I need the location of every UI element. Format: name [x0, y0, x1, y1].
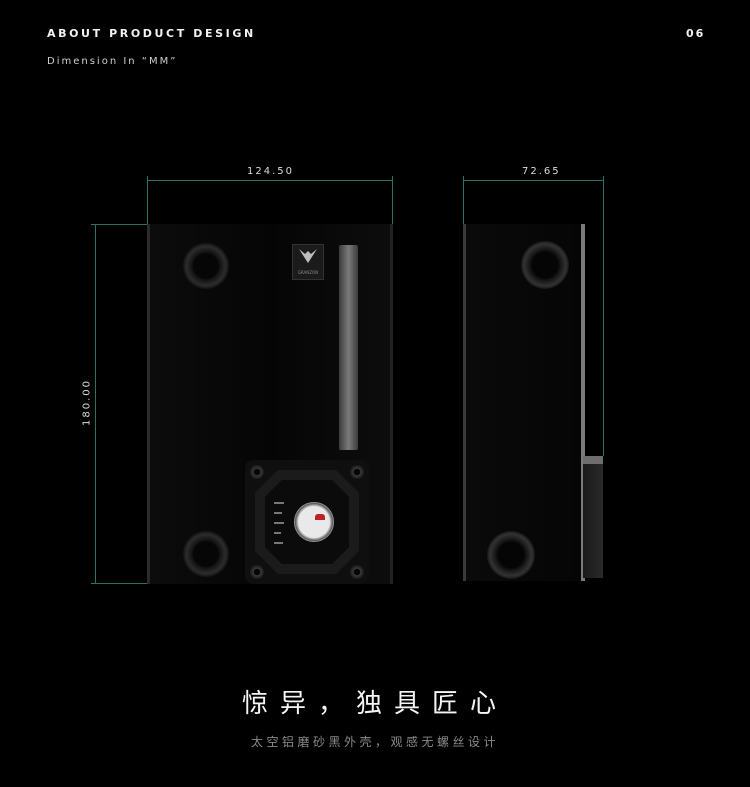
screw-icon — [250, 465, 264, 479]
pump-marking — [274, 532, 281, 534]
pump-dial-indicator — [315, 514, 325, 520]
pump-dial — [294, 502, 334, 542]
pump-marking — [274, 522, 284, 524]
light-strip — [339, 245, 358, 450]
pump-marking — [274, 502, 284, 504]
screw-icon — [250, 565, 264, 579]
tagline-title: 惊异，独具匠心 — [241, 689, 508, 719]
side-width-label: 72.65 — [522, 166, 561, 177]
brand-logo-icon — [299, 249, 317, 263]
side-width-line — [463, 180, 604, 181]
tagline-subtitle: 太空铝磨砂黑外壳，观感无螺丝设计 — [250, 735, 499, 749]
height-tick-bottom — [91, 583, 147, 584]
screw-icon — [350, 565, 364, 579]
front-width-tick-right — [392, 176, 393, 224]
side-port-bottom — [487, 531, 535, 579]
pump-marking — [274, 542, 283, 544]
pump-module — [245, 460, 369, 584]
product-side-view — [463, 224, 585, 581]
section-title: ABOUT PRODUCT DESIGN — [47, 27, 256, 40]
height-line — [95, 224, 96, 584]
front-width-tick-left — [147, 176, 148, 224]
front-width-line — [147, 180, 393, 181]
brand-logo-text: GRANZON — [297, 270, 319, 275]
height-tick-top — [91, 224, 147, 225]
side-width-tick-right — [603, 176, 604, 456]
side-port-top — [521, 241, 569, 289]
height-label: 180.00 — [81, 379, 93, 426]
inlet-port-bottom — [183, 531, 229, 577]
page-number: 06 — [686, 27, 706, 40]
screw-icon — [350, 465, 364, 479]
section-subtitle: Dimension In “MM” — [47, 56, 178, 67]
side-width-tick-left — [463, 176, 464, 224]
side-pump-profile — [583, 456, 603, 578]
inlet-port-top — [183, 243, 229, 289]
pump-marking — [274, 512, 282, 514]
brand-logo: GRANZON — [292, 244, 324, 280]
front-width-label: 124.50 — [247, 166, 294, 177]
